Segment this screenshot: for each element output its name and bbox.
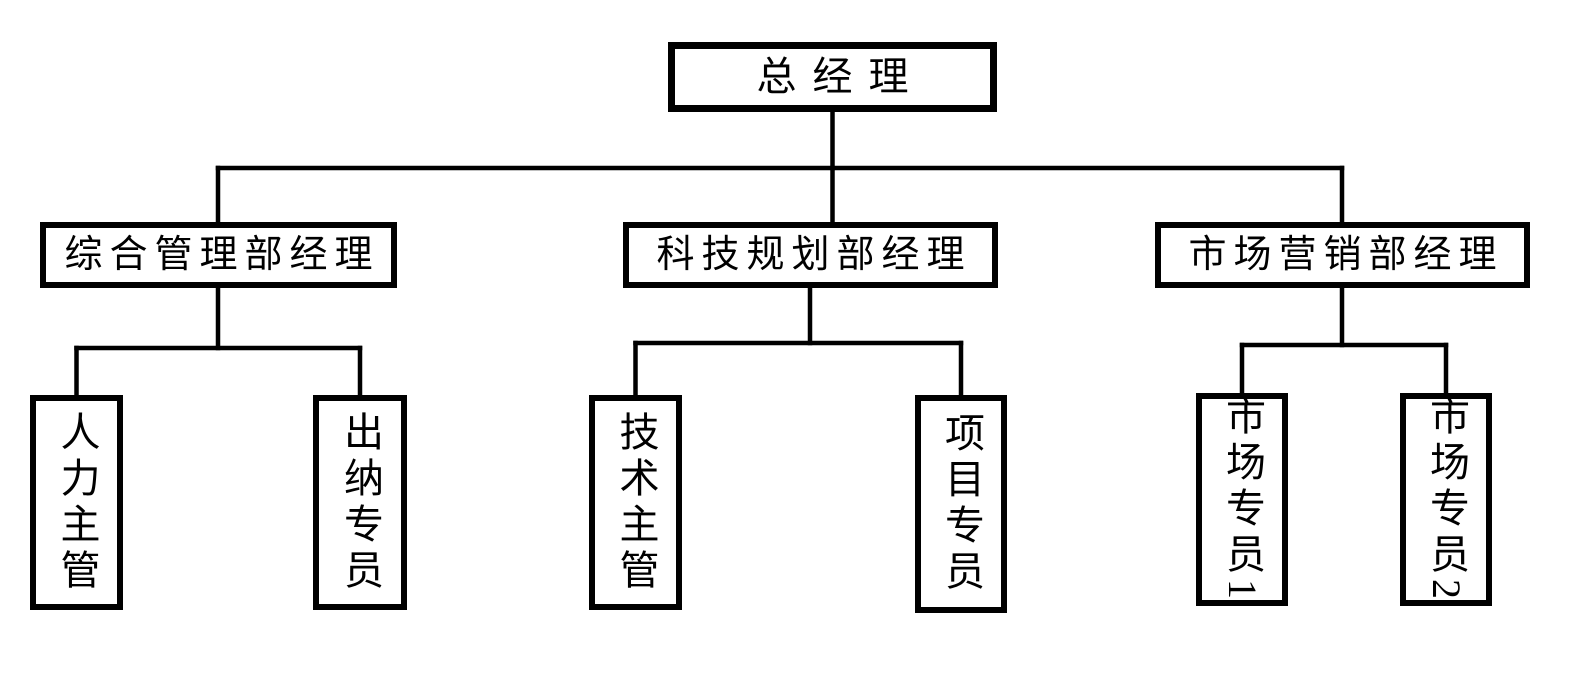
org-node-marketing-specialist-2: 市场专员2 — [1400, 393, 1492, 606]
org-node-label: 人力主管 — [54, 410, 100, 595]
org-node-admin-dept-manager: 综合管理部经理 — [40, 222, 397, 288]
org-node-label: 总经理 — [756, 54, 925, 99]
org-node-label: 市场营销部经理 — [1188, 234, 1504, 276]
org-node-label: 技术主管 — [613, 410, 659, 595]
org-node-hr-supervisor: 人力主管 — [30, 395, 123, 610]
org-node-general-manager: 总经理 — [668, 42, 997, 112]
org-node-technical-supervisor: 技术主管 — [589, 395, 682, 610]
org-node-label: 市场专员2 — [1424, 394, 1469, 605]
org-node-marketing-specialist-1: 市场专员1 — [1196, 393, 1288, 606]
org-node-label: 项目专员 — [939, 412, 984, 596]
org-node-cashier-specialist: 出纳专员 — [313, 395, 407, 610]
org-node-label: 出纳专员 — [338, 410, 383, 595]
org-node-marketing-dept-manager: 市场营销部经理 — [1155, 222, 1530, 288]
org-node-tech-planning-dept-manager: 科技规划部经理 — [623, 222, 998, 288]
org-node-label: 综合管理部经理 — [64, 234, 380, 276]
org-node-label: 科技规划部经理 — [656, 234, 972, 276]
org-node-project-specialist: 项目专员 — [915, 395, 1007, 613]
org-node-label: 市场专员1 — [1220, 394, 1265, 605]
